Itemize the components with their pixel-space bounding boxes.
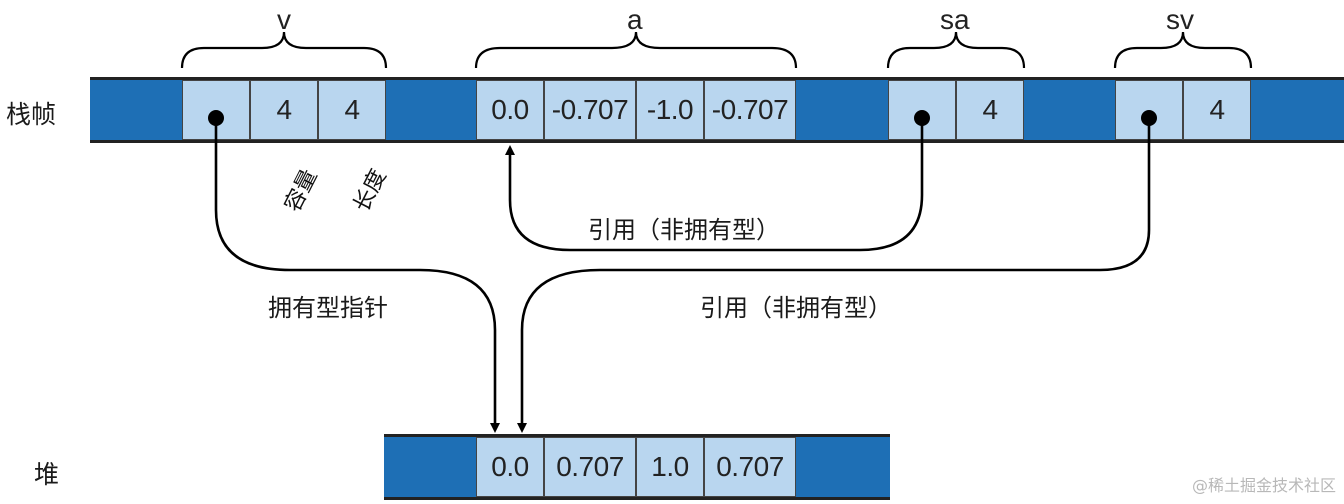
heap-cell-1: 0.707 — [544, 437, 636, 497]
sv-label: sv — [1166, 4, 1194, 35]
sa-label: sa — [940, 4, 970, 35]
sa-pointer-dot — [914, 110, 930, 126]
sv-length-cell: 4 — [1183, 80, 1251, 140]
sa-brace — [886, 31, 1026, 69]
v-pointer-dot — [208, 110, 224, 126]
sa-length-cell: 4 — [956, 80, 1024, 140]
a-cell-1: -0.707 — [544, 80, 636, 140]
v-brace — [180, 31, 388, 69]
sv-pointer-dot — [1141, 110, 1157, 126]
watermark: @稀土掘金技术社区 — [1191, 476, 1336, 495]
v-length-cell: 4 — [318, 80, 386, 140]
owning-pointer-arrow — [214, 118, 500, 433]
stack-frame-label: 栈帧 — [6, 100, 57, 129]
v-label: v — [277, 4, 291, 35]
a-cell-2: -1.0 — [636, 80, 704, 140]
a-brace — [474, 31, 798, 69]
heap-cell-2: 1.0 — [636, 437, 704, 497]
heap-label: 堆 — [34, 460, 60, 489]
heap-cell-0: 0.0 — [476, 437, 544, 497]
a-cell-3: -0.707 — [704, 80, 796, 140]
a-cell-0: 0.0 — [476, 80, 544, 140]
ref-nonowning-label-sa: 引用（非拥有型） — [588, 216, 780, 244]
owning-pointer-label: 拥有型指针 — [268, 294, 388, 322]
sv-brace — [1113, 31, 1253, 69]
ref-nonowning-label-sv: 引用（非拥有型） — [700, 294, 892, 322]
a-label: a — [627, 4, 643, 35]
heap-cell-3: 0.707 — [704, 437, 796, 497]
v-capacity-cell: 4 — [250, 80, 318, 140]
sv-ref-arrow — [517, 118, 1151, 433]
sa-ref-arrow — [505, 118, 924, 252]
